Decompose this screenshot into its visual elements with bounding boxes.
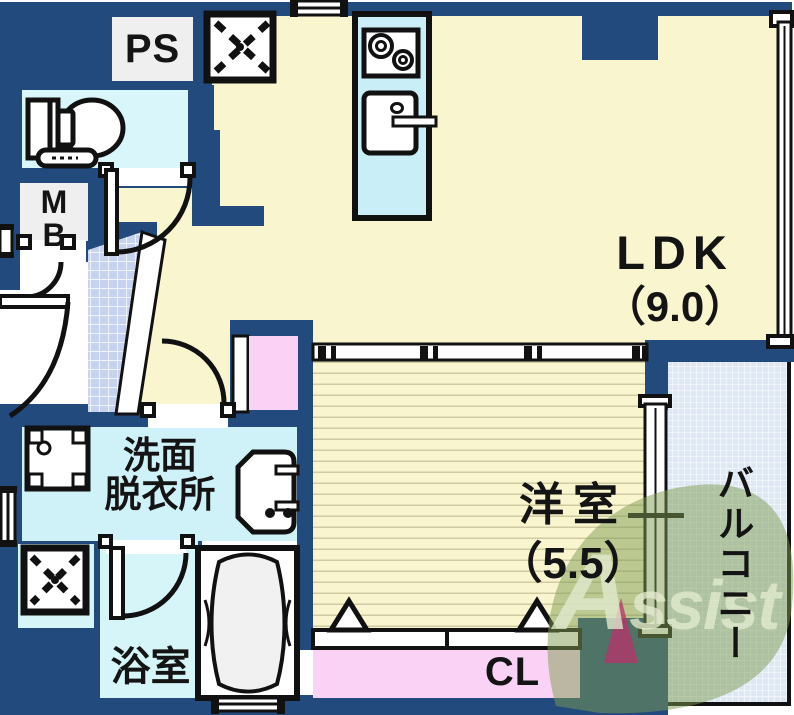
- cl-closet: [313, 648, 580, 698]
- kitchen-counter: [352, 11, 438, 221]
- sliding-window-icon: [0, 224, 14, 258]
- vent-fan-icon: [20, 544, 90, 616]
- ps-box: [112, 17, 193, 81]
- kitchen-stove-icon: [361, 27, 421, 79]
- sliding-window-icon: [290, 0, 348, 17]
- wall-pillar: [582, 14, 658, 60]
- watermark-logo: [547, 484, 794, 714]
- bathtub-icon: [195, 545, 300, 701]
- watermark-triangle: [604, 598, 638, 663]
- wall-hall-L-foot: [192, 206, 264, 226]
- washroom-door: [140, 338, 236, 428]
- closet-door-panel: [231, 334, 250, 414]
- vent-fan-icon: [203, 10, 277, 84]
- washbasin-icon: [235, 449, 300, 535]
- toilet-door: [98, 162, 196, 256]
- wall-hall-L-vert: [192, 130, 220, 212]
- door-swing-icon: [161, 338, 227, 404]
- toilet-icon: [25, 97, 126, 169]
- wall-bottom: [0, 695, 668, 715]
- kitchen-sink-icon: [361, 90, 438, 156]
- wall-balcony-corner: [645, 340, 668, 410]
- closet-door-icon: [311, 596, 582, 650]
- bathroom-door: [98, 534, 195, 620]
- porch-white-upper: [20, 262, 88, 292]
- wall-balcony-top: [645, 340, 794, 362]
- door-swing-icon: [8, 301, 71, 419]
- mb-door: [16, 234, 86, 300]
- washing-machine-icon: [24, 425, 91, 492]
- mb-box: [20, 183, 88, 241]
- entrance-door: [0, 294, 71, 419]
- wall-center-vertical: [297, 320, 313, 650]
- upper-closet: [249, 336, 298, 410]
- door-swing-icon: [122, 552, 189, 619]
- door-swing-icon: [116, 177, 193, 255]
- partition-window: [311, 342, 649, 362]
- sliding-window-icon: [211, 695, 285, 714]
- sliding-window-icon: [0, 486, 17, 547]
- sliding-window-icon: [766, 10, 794, 349]
